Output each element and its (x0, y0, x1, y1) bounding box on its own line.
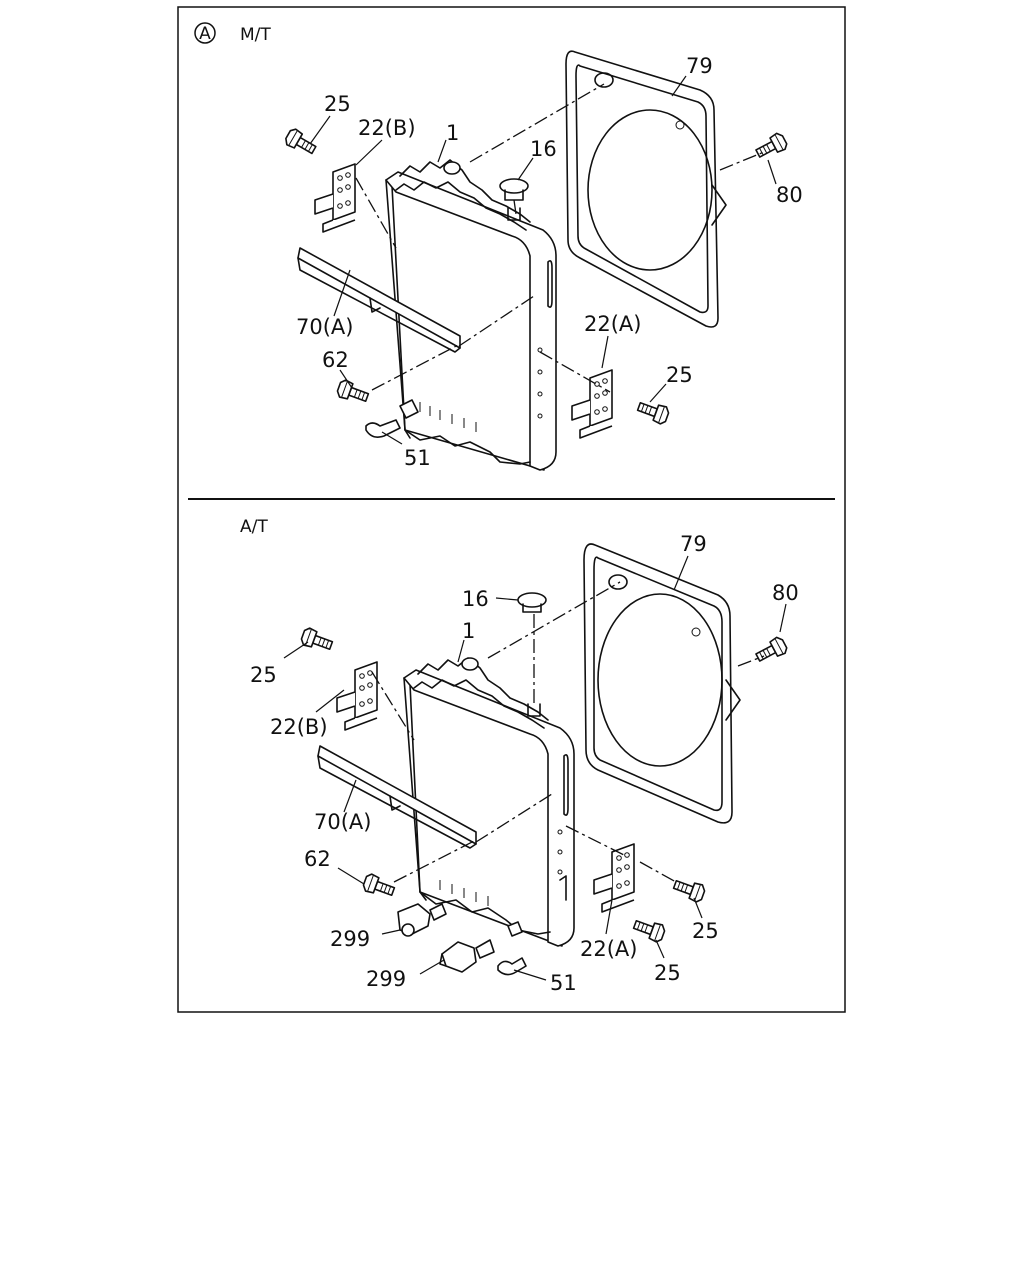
callout-25-lower: 25 (666, 363, 693, 387)
panel-mt-title: M/T (240, 25, 271, 45)
bracket-22b (336, 661, 378, 731)
radiator-cap-16 (499, 178, 529, 221)
fan-shroud (565, 50, 727, 328)
bracket-22b (314, 163, 356, 233)
oil-cooler-elbow-299-upper (397, 903, 447, 937)
callout-62: 62 (322, 348, 349, 372)
callout-51: 51 (550, 971, 577, 995)
bracket-bolt-25-right (671, 875, 708, 905)
callout-a-circle (194, 22, 216, 44)
bracket-22a (593, 843, 635, 913)
callout-16: 16 (530, 137, 557, 161)
callout-25-lower: 25 (654, 961, 681, 985)
drain-plug-51 (497, 921, 527, 976)
callout-79: 79 (680, 532, 707, 556)
callout-1: 1 (446, 121, 459, 145)
callout-62: 62 (304, 847, 331, 871)
shroud-bolt-80 (752, 130, 790, 163)
callout-25-upper: 25 (250, 663, 277, 687)
panel-at: A/T (240, 517, 799, 995)
panel-at-title: A/T (240, 517, 268, 537)
callout-299-lower: 299 (366, 967, 406, 991)
fan-shroud (583, 543, 741, 824)
oil-cooler-elbow-299-lower (439, 939, 495, 973)
callout-80: 80 (776, 183, 803, 207)
bracket-22a (571, 369, 613, 439)
radiator-stay-70a (317, 745, 477, 849)
callout-299-upper: 299 (330, 927, 370, 951)
callout-a-marker: A (199, 24, 211, 44)
callout-70a: 70(A) (314, 810, 371, 834)
bracket-bolt-25-lower (635, 397, 672, 427)
callout-22b: 22(B) (270, 715, 328, 739)
radiator-stay-70a (297, 247, 461, 353)
callout-80: 80 (772, 581, 799, 605)
shroud-bolt-80 (752, 634, 790, 667)
callout-70a: 70(A) (296, 315, 353, 339)
drain-plug-51 (365, 399, 419, 438)
bracket-bolt-25-upper (282, 126, 320, 159)
callout-51: 51 (404, 446, 431, 470)
callout-79: 79 (686, 54, 713, 78)
stay-bolt-62 (334, 377, 371, 407)
panel-mt: A M/T (194, 22, 803, 471)
radiator-core (403, 657, 575, 947)
radiator-cap-16 (517, 592, 547, 717)
callout-22a: 22(A) (580, 937, 637, 961)
radiator-core (385, 159, 557, 471)
diagram-frame (177, 6, 846, 1013)
callout-22b: 22(B) (358, 116, 416, 140)
callout-1: 1 (462, 619, 475, 643)
callout-25-upper: 25 (324, 92, 351, 116)
callout-25-right: 25 (692, 919, 719, 943)
bracket-bolt-25-upper (298, 625, 335, 655)
callout-16: 16 (462, 587, 489, 611)
callout-22a: 22(A) (584, 312, 641, 336)
stay-bolt-62 (360, 871, 397, 901)
